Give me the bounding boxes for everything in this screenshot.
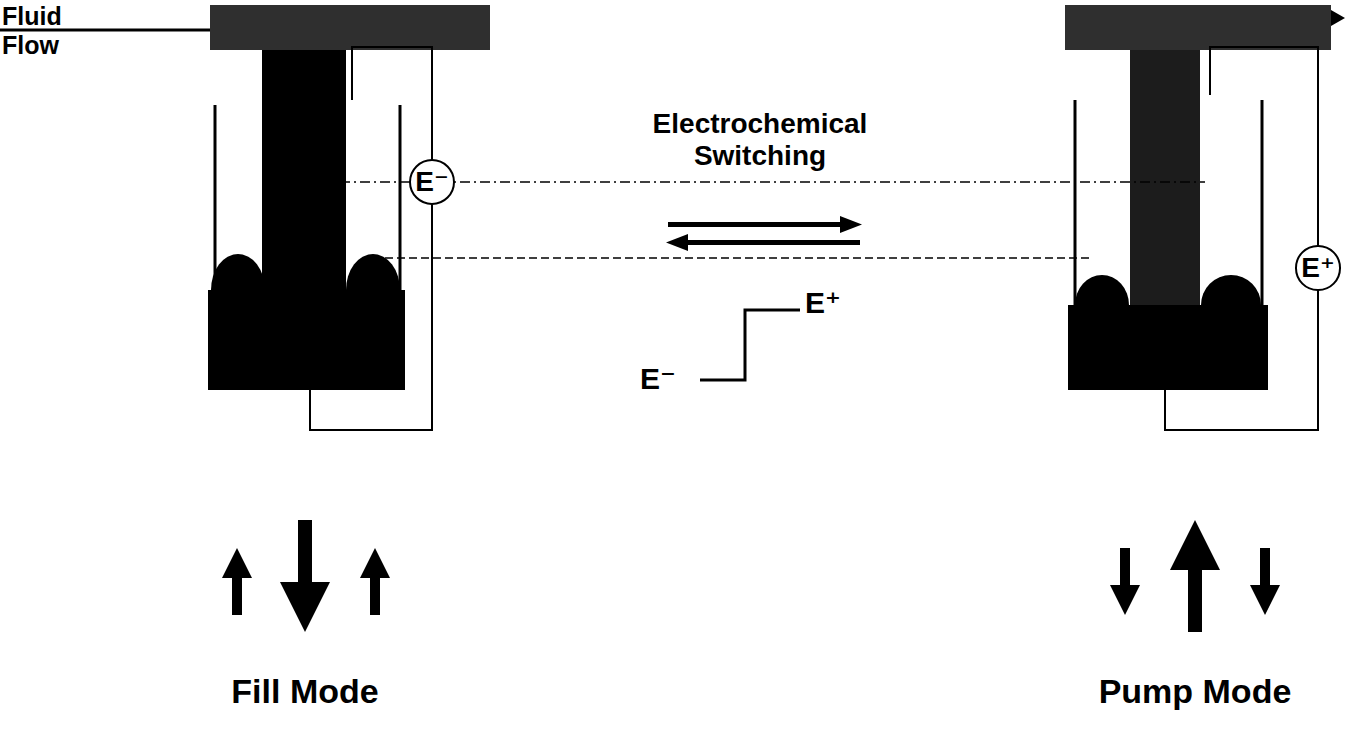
- mode-label: Fill Mode: [180, 672, 430, 711]
- liquid-metal: [208, 290, 405, 390]
- up-arrow: [1170, 520, 1220, 632]
- mode-label: Pump Mode: [1060, 672, 1330, 711]
- flow-channel: [1065, 5, 1331, 50]
- cell-wall: [1074, 100, 1077, 310]
- potential-symbol: E⁻: [415, 168, 448, 196]
- cell-wall: [399, 105, 402, 300]
- up-arrow: [222, 548, 252, 615]
- down-arrow: [1110, 548, 1140, 615]
- fluid-flow-label: Fluid Flow: [2, 2, 97, 60]
- liquid-metal: [1068, 305, 1268, 390]
- potential-label: E⁺: [805, 286, 865, 321]
- potential-step: [700, 310, 800, 380]
- up-arrow: [360, 548, 390, 615]
- potential-label: E⁻: [640, 362, 700, 397]
- flow-channel: [210, 5, 490, 50]
- forward-arrowhead: [840, 216, 862, 233]
- flow-arrowhead: [1331, 10, 1345, 26]
- down-arrow: [280, 520, 330, 632]
- forward-arrow: [668, 222, 848, 227]
- reverse-arrow: [680, 240, 860, 245]
- level-line: [385, 257, 1090, 259]
- electrode-potential-circle: E⁺: [1295, 245, 1340, 290]
- down-arrow: [1250, 548, 1280, 615]
- electrode-potential-circle: E⁻: [409, 159, 455, 205]
- circuit-wire: [1165, 47, 1318, 430]
- cell-wall: [1261, 100, 1264, 310]
- title-label: Electrochemical Switching: [600, 108, 920, 172]
- potential-symbol: E⁺: [1301, 254, 1334, 282]
- circuit-wire: [310, 47, 432, 430]
- reverse-arrowhead: [666, 234, 688, 251]
